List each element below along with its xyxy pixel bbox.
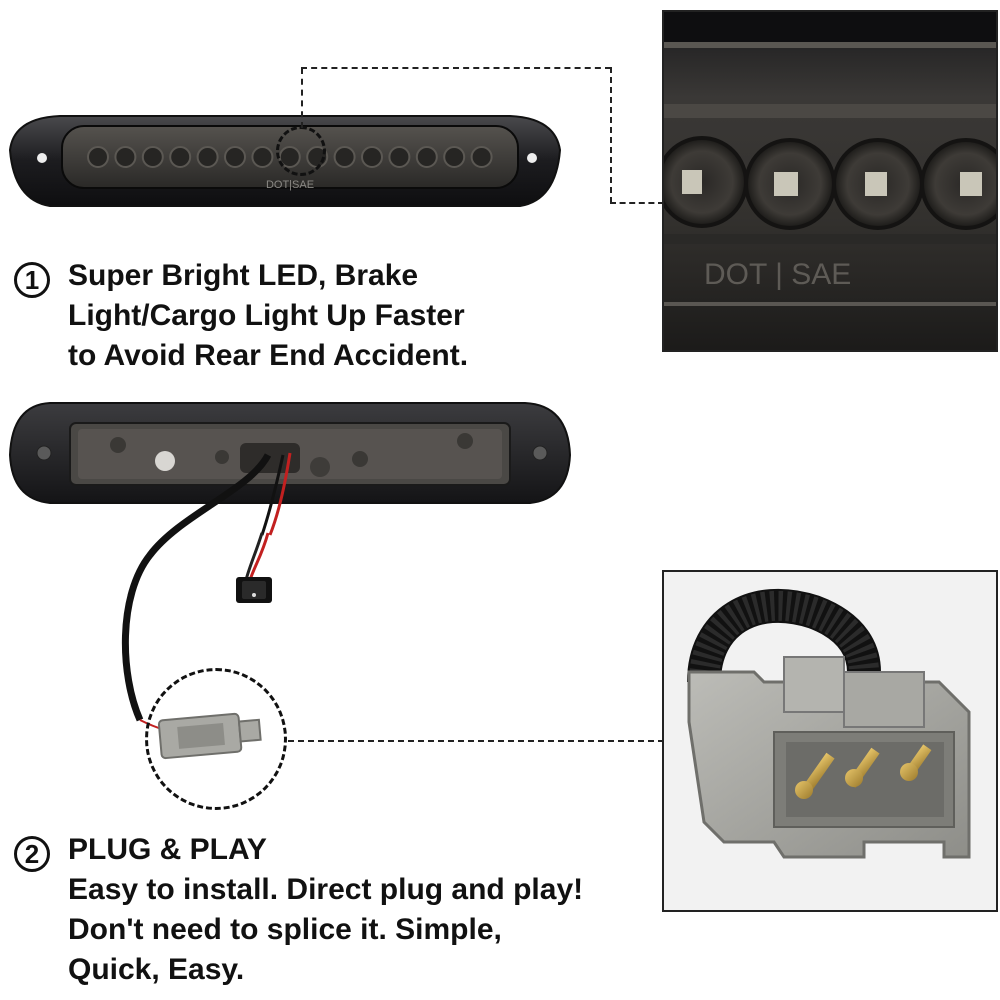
brake-light-back-image <box>8 402 572 760</box>
led <box>333 146 356 168</box>
led <box>141 146 164 168</box>
feature-1-line: Super Bright LED, Brake <box>68 259 419 292</box>
led <box>169 146 192 168</box>
feature-2-number: 2 <box>14 836 50 872</box>
feature-1-text: Super Bright LED, Brake Light/Cargo Ligh… <box>68 256 468 376</box>
feature-2-line: Don't need to splice it. Simple, <box>68 913 502 946</box>
connector-line-plug <box>288 740 664 742</box>
led <box>415 146 438 168</box>
feature-1-number: 1 <box>14 262 50 298</box>
led <box>443 146 466 168</box>
zoom-leds <box>664 136 996 230</box>
feature-1-line: to Avoid Rear End Accident. <box>68 339 469 372</box>
feature-2-line: Easy to install. Direct plug and play! <box>68 873 584 906</box>
feature-1-line: Light/Cargo Light Up Faster <box>68 299 465 332</box>
led <box>388 146 411 168</box>
led <box>114 146 137 168</box>
connector-line-top <box>301 67 611 69</box>
feature-2-text: PLUG & PLAY Easy to install. Direct plug… <box>68 830 583 990</box>
connector-zoom-image <box>662 570 998 912</box>
led-zoom-image: DOT | SAE <box>662 10 998 352</box>
led <box>251 146 274 168</box>
plug-highlight-circle <box>145 668 287 810</box>
led-highlight-circle <box>276 126 326 176</box>
rocker-switch-icon <box>236 577 272 603</box>
led <box>470 146 493 168</box>
connector-line-right <box>610 67 612 203</box>
connector-line-to-zoom <box>610 202 664 204</box>
led <box>87 146 109 168</box>
front-marking: DOT|SAE <box>266 179 314 191</box>
led <box>361 146 383 168</box>
feature-2-line: Quick, Easy. <box>68 953 245 986</box>
zoom-marking: DOT | SAE <box>704 258 851 291</box>
led <box>224 146 246 168</box>
connector-line-vertical <box>301 68 303 128</box>
connector-pins <box>795 744 932 799</box>
feature-2-title: PLUG & PLAY <box>68 833 267 866</box>
led <box>196 146 219 168</box>
